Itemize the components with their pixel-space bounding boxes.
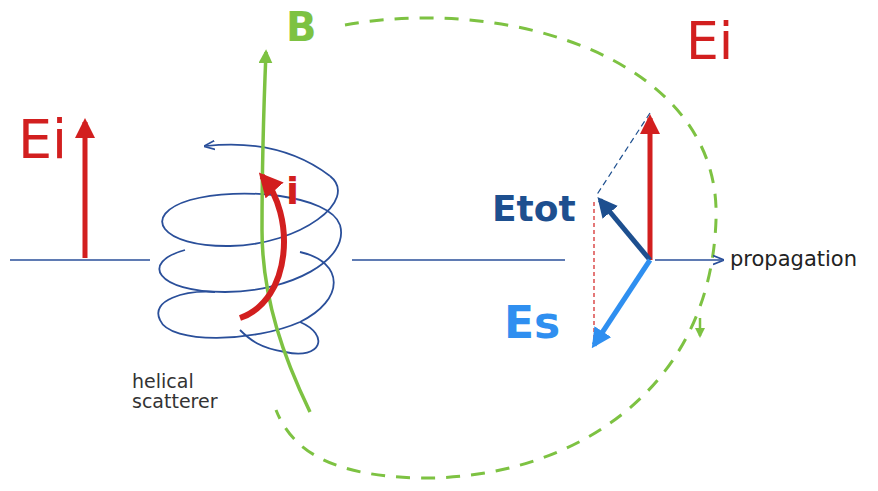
field-symbol: Ei	[18, 112, 67, 169]
part-name: helical scatterer	[132, 372, 242, 412]
axis-line	[352, 259, 565, 261]
axis-line	[10, 259, 150, 261]
scattered-field-arrow	[594, 260, 650, 345]
current-symbol: i	[286, 172, 299, 212]
field-symbol: Ei	[686, 14, 733, 69]
current-arrow	[240, 176, 284, 318]
axis-label: propagation	[730, 248, 857, 270]
incident-field-arrow	[648, 118, 653, 260]
propagation-arrow	[655, 259, 722, 261]
field-line	[276, 18, 716, 478]
field-symbol: Es	[504, 300, 560, 346]
construction-line	[596, 113, 650, 196]
field-symbol: Etot	[492, 190, 576, 228]
helical-scatterer	[158, 176, 341, 354]
incident-field-arrow	[83, 122, 88, 258]
helix-turn	[162, 176, 340, 246]
helix-direction-arrow	[206, 145, 330, 176]
field-symbol: B	[286, 6, 317, 48]
helix-turn	[159, 225, 341, 292]
construction-line	[593, 202, 594, 344]
field-direction-arrow	[699, 318, 702, 336]
total-field-arrow	[600, 200, 650, 260]
